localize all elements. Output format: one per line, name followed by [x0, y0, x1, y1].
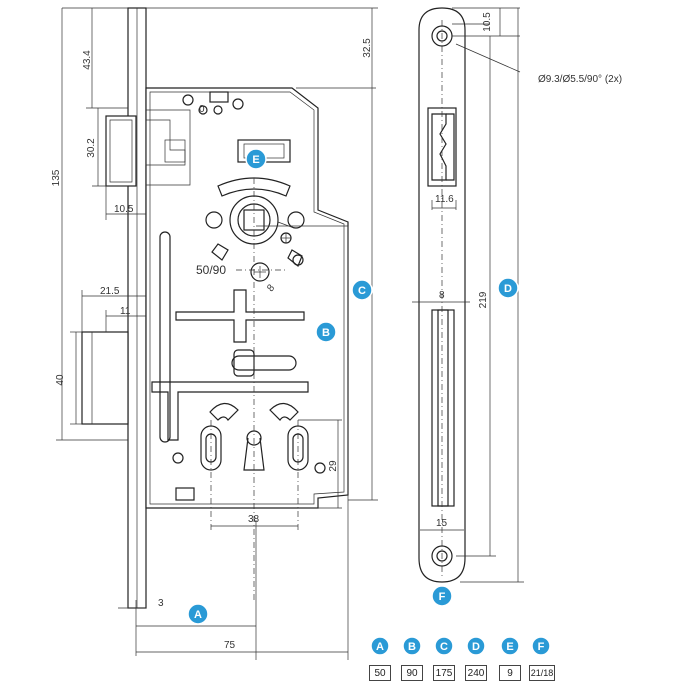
svg-text:E: E [506, 641, 513, 653]
svg-text:E: E [252, 154, 259, 166]
svg-text:A: A [376, 641, 384, 653]
svg-text:A: A [194, 609, 202, 621]
badge-c: C [351, 279, 373, 301]
dim-15: 15 [436, 518, 448, 529]
dim-8-angle: 8 [265, 283, 278, 294]
latch-bolt [105, 109, 191, 187]
badge-e: E [245, 148, 267, 170]
dim-11: 11 [120, 306, 131, 317]
legend-badge-d: D [466, 636, 486, 656]
dim-3: 3 [158, 598, 164, 609]
legend-value-e: 9 [499, 665, 521, 681]
svg-text:D: D [472, 641, 480, 653]
dim-38: 38 [248, 514, 260, 525]
legend-badges: A B C D E F [370, 636, 551, 656]
legend-value-c: 175 [433, 665, 455, 681]
legend-badge-f: F [531, 636, 551, 656]
dead-bolt [81, 331, 129, 425]
dim-30-2: 30.2 [86, 138, 97, 158]
dim-32-5: 32.5 [362, 38, 373, 58]
case-internals [151, 91, 326, 501]
dim-10-5-left: 10.5 [114, 204, 134, 215]
dim-43-4: 43.4 [82, 50, 93, 70]
small-marker: 0 [199, 104, 205, 115]
dim-21-5: 21.5 [100, 286, 120, 297]
svg-text:F: F [439, 591, 446, 603]
svg-text:F: F [538, 641, 545, 653]
badge-d: D [497, 277, 519, 299]
right-dimension-lines [412, 7, 524, 583]
legend-badge-e: E [500, 636, 520, 656]
badge-a: A [187, 603, 209, 625]
dim-8-plate: 8 [439, 290, 445, 301]
dim-50-90: 50/90 [196, 263, 226, 277]
svg-text:C: C [358, 285, 366, 297]
left-dimension-lines [56, 7, 378, 660]
hole-spec: Ø9.3/Ø5.5/90° (2x) [538, 74, 622, 85]
dim-29: 29 [328, 460, 339, 472]
dim-75: 75 [224, 640, 236, 651]
dim-10-5-right: 10.5 [482, 12, 493, 32]
svg-text:C: C [440, 641, 448, 653]
legend-value-a: 50 [369, 665, 391, 681]
legend-value-d: 240 [465, 665, 487, 681]
svg-text:D: D [504, 283, 512, 295]
faceplate-side [127, 7, 147, 609]
legend-value-b: 90 [401, 665, 423, 681]
svg-text:B: B [408, 641, 416, 653]
dim-219: 219 [478, 291, 489, 308]
badge-f: F [431, 585, 453, 607]
legend-badge-a: A [370, 636, 390, 656]
badge-b: B [315, 321, 337, 343]
legend-value-f: 21/18 [529, 665, 555, 681]
dim-11-6: 11.6 [435, 194, 454, 205]
dim-40: 40 [55, 374, 66, 386]
svg-text:B: B [322, 327, 330, 339]
legend-badge-b: B [402, 636, 422, 656]
legend-badge-c: C [434, 636, 454, 656]
center-lines [210, 178, 299, 600]
dim-135: 135 [51, 169, 62, 186]
